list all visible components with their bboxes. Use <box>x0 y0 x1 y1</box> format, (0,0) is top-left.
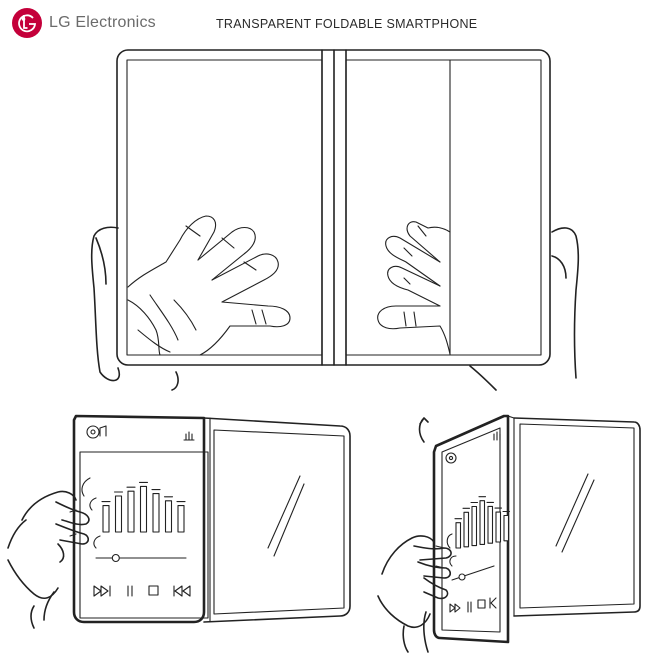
progress-slider-knob[interactable] <box>111 553 120 563</box>
left-hand-through-screen <box>127 215 291 356</box>
device-body-left <box>72 414 206 624</box>
flat-right-panel <box>513 417 641 617</box>
equalizer-bar <box>152 493 160 533</box>
left-holding-hand <box>90 226 179 391</box>
music-app-icon <box>86 425 107 439</box>
progress-slider[interactable] <box>95 553 187 563</box>
equalizer-bar <box>479 500 486 545</box>
progress-slider-folded[interactable] <box>451 565 495 581</box>
folded-left-panel <box>432 414 510 644</box>
music-app-icon-folded <box>445 452 457 464</box>
equalizer-bar <box>495 511 502 543</box>
play-pause-icon[interactable] <box>93 585 111 597</box>
pause-icon[interactable] <box>127 585 133 597</box>
equalizer-bar <box>177 505 185 533</box>
playback-controls-folded[interactable] <box>449 597 497 613</box>
transparent-screen <box>213 429 345 615</box>
equalizer-bar <box>471 505 478 547</box>
equalizer-bar <box>455 522 462 549</box>
equalizer-bar <box>503 514 510 542</box>
brand: LG Electronics <box>12 8 156 38</box>
device-body-right <box>203 417 351 623</box>
rewind-icon[interactable] <box>173 585 191 597</box>
equalizer-folded <box>454 496 511 549</box>
hand-holding-folded-panel <box>377 533 457 653</box>
left-hand-holding-player <box>7 477 101 629</box>
hinge <box>321 49 347 366</box>
glare-lines-right <box>555 473 595 553</box>
equalizer <box>101 481 186 533</box>
equalizer-bar <box>127 490 135 533</box>
lg-logo-icon <box>12 8 42 38</box>
stop-icon[interactable] <box>148 585 159 596</box>
equalizer-bar <box>102 505 110 533</box>
right-hand-through-screen <box>377 221 451 355</box>
signal-icon-folded <box>493 431 501 441</box>
player-screen <box>79 451 209 619</box>
signal-icon <box>183 431 195 441</box>
glare-lines <box>267 475 305 557</box>
equalizer-bar <box>463 511 470 548</box>
page-title: TRANSPARENT FOLDABLE SMARTPHONE <box>216 17 478 31</box>
equalizer-bar <box>487 505 494 544</box>
equalizer-bar <box>164 500 173 533</box>
brand-name: LG Electronics <box>49 14 156 31</box>
fold-direction-arrow <box>418 417 429 443</box>
right-holding-hand <box>469 227 580 391</box>
equalizer-bar <box>114 495 123 533</box>
transparent-screen-right <box>519 423 635 609</box>
equalizer-bar <box>139 485 148 533</box>
